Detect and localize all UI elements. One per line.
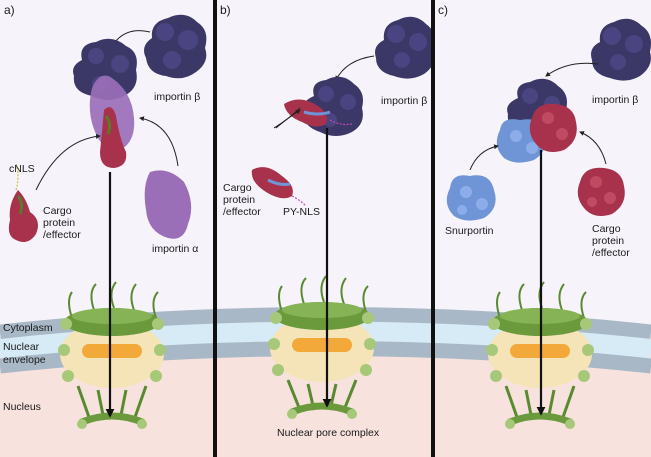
cargo-label-a-line2: protein (43, 217, 75, 229)
nuclear-pore-complex-a (58, 281, 166, 429)
cargo-label-c-line1: Cargo (592, 223, 621, 235)
importin-beta-label-b: importin β (381, 95, 427, 107)
py-nls-free-icon (291, 195, 307, 207)
importin-beta-free-icon-b (375, 16, 431, 79)
snurportin-label: Snurportin (445, 225, 494, 237)
importin-beta-label-c: importin β (592, 94, 638, 106)
cargo-label-b-line3: /effector (223, 206, 261, 218)
py-nls-label: PY-NLS (283, 206, 320, 218)
panel-b: b) importin β Cargo protein /effector PY… (220, 3, 431, 439)
nls-segment-complex-icon (303, 110, 331, 116)
cargo-label-b-line2: protein (223, 194, 255, 206)
importin-beta-free-icon (144, 14, 207, 79)
cargo-complex-icon-c (529, 103, 577, 152)
cargo-label-c-line3: /effector (592, 247, 630, 259)
cargo-free-icon (8, 190, 38, 242)
panel-a-letter: a) (4, 3, 15, 17)
cargo-label-a-line1: Cargo (43, 205, 72, 217)
importin-beta-label: importin β (154, 91, 200, 103)
nuclear-envelope-label-line2: envelope (3, 354, 46, 366)
panel-c-letter: c) (438, 3, 448, 17)
panel-divider-1 (213, 0, 217, 457)
nucleus-label: Nucleus (3, 401, 41, 413)
nuclear-envelope-label-line1: Nuclear (3, 341, 40, 353)
arrow-cargo-binding-c (579, 131, 607, 165)
nuclear-pore-complex-label: Nuclear pore complex (277, 427, 380, 439)
cnls-free-icon (16, 195, 24, 215)
panel-divider-2 (431, 0, 435, 457)
cargo-label-b-line1: Cargo (223, 182, 252, 194)
cnls-complex-icon (104, 115, 112, 135)
panel-a: a) importin β cNLS Cargo protein /effect… (4, 3, 207, 429)
importin-alpha-free-icon (144, 170, 192, 239)
snurportin-free-icon (446, 175, 496, 221)
arrow-beta-binding-c (545, 62, 599, 77)
importin-beta-free-icon-c (591, 18, 651, 81)
cargo-complex-icon (100, 107, 127, 168)
py-nls-complex-icon (329, 119, 353, 126)
panel-b-letter: b) (220, 3, 231, 17)
nuclear-pore-complex-b (268, 275, 376, 419)
arrow-cargo-binding (35, 133, 101, 191)
cytoplasm-label: Cytoplasm (3, 322, 53, 334)
panel-c: c) importin β Snurportin (438, 3, 651, 429)
arrow-cargo-binding-b-head (275, 109, 301, 129)
cargo-free-icon-c (577, 167, 625, 216)
nls-segment-free-icon (267, 178, 291, 186)
arrow-snurportin-binding (469, 144, 499, 171)
cargo-label-c-line2: protein (592, 235, 624, 247)
arrow-alpha-binding (139, 116, 179, 167)
cnls-label: cNLS (9, 163, 35, 175)
cargo-label-a-line3: /effector (43, 229, 81, 241)
importin-alpha-label: importin α (152, 243, 198, 255)
